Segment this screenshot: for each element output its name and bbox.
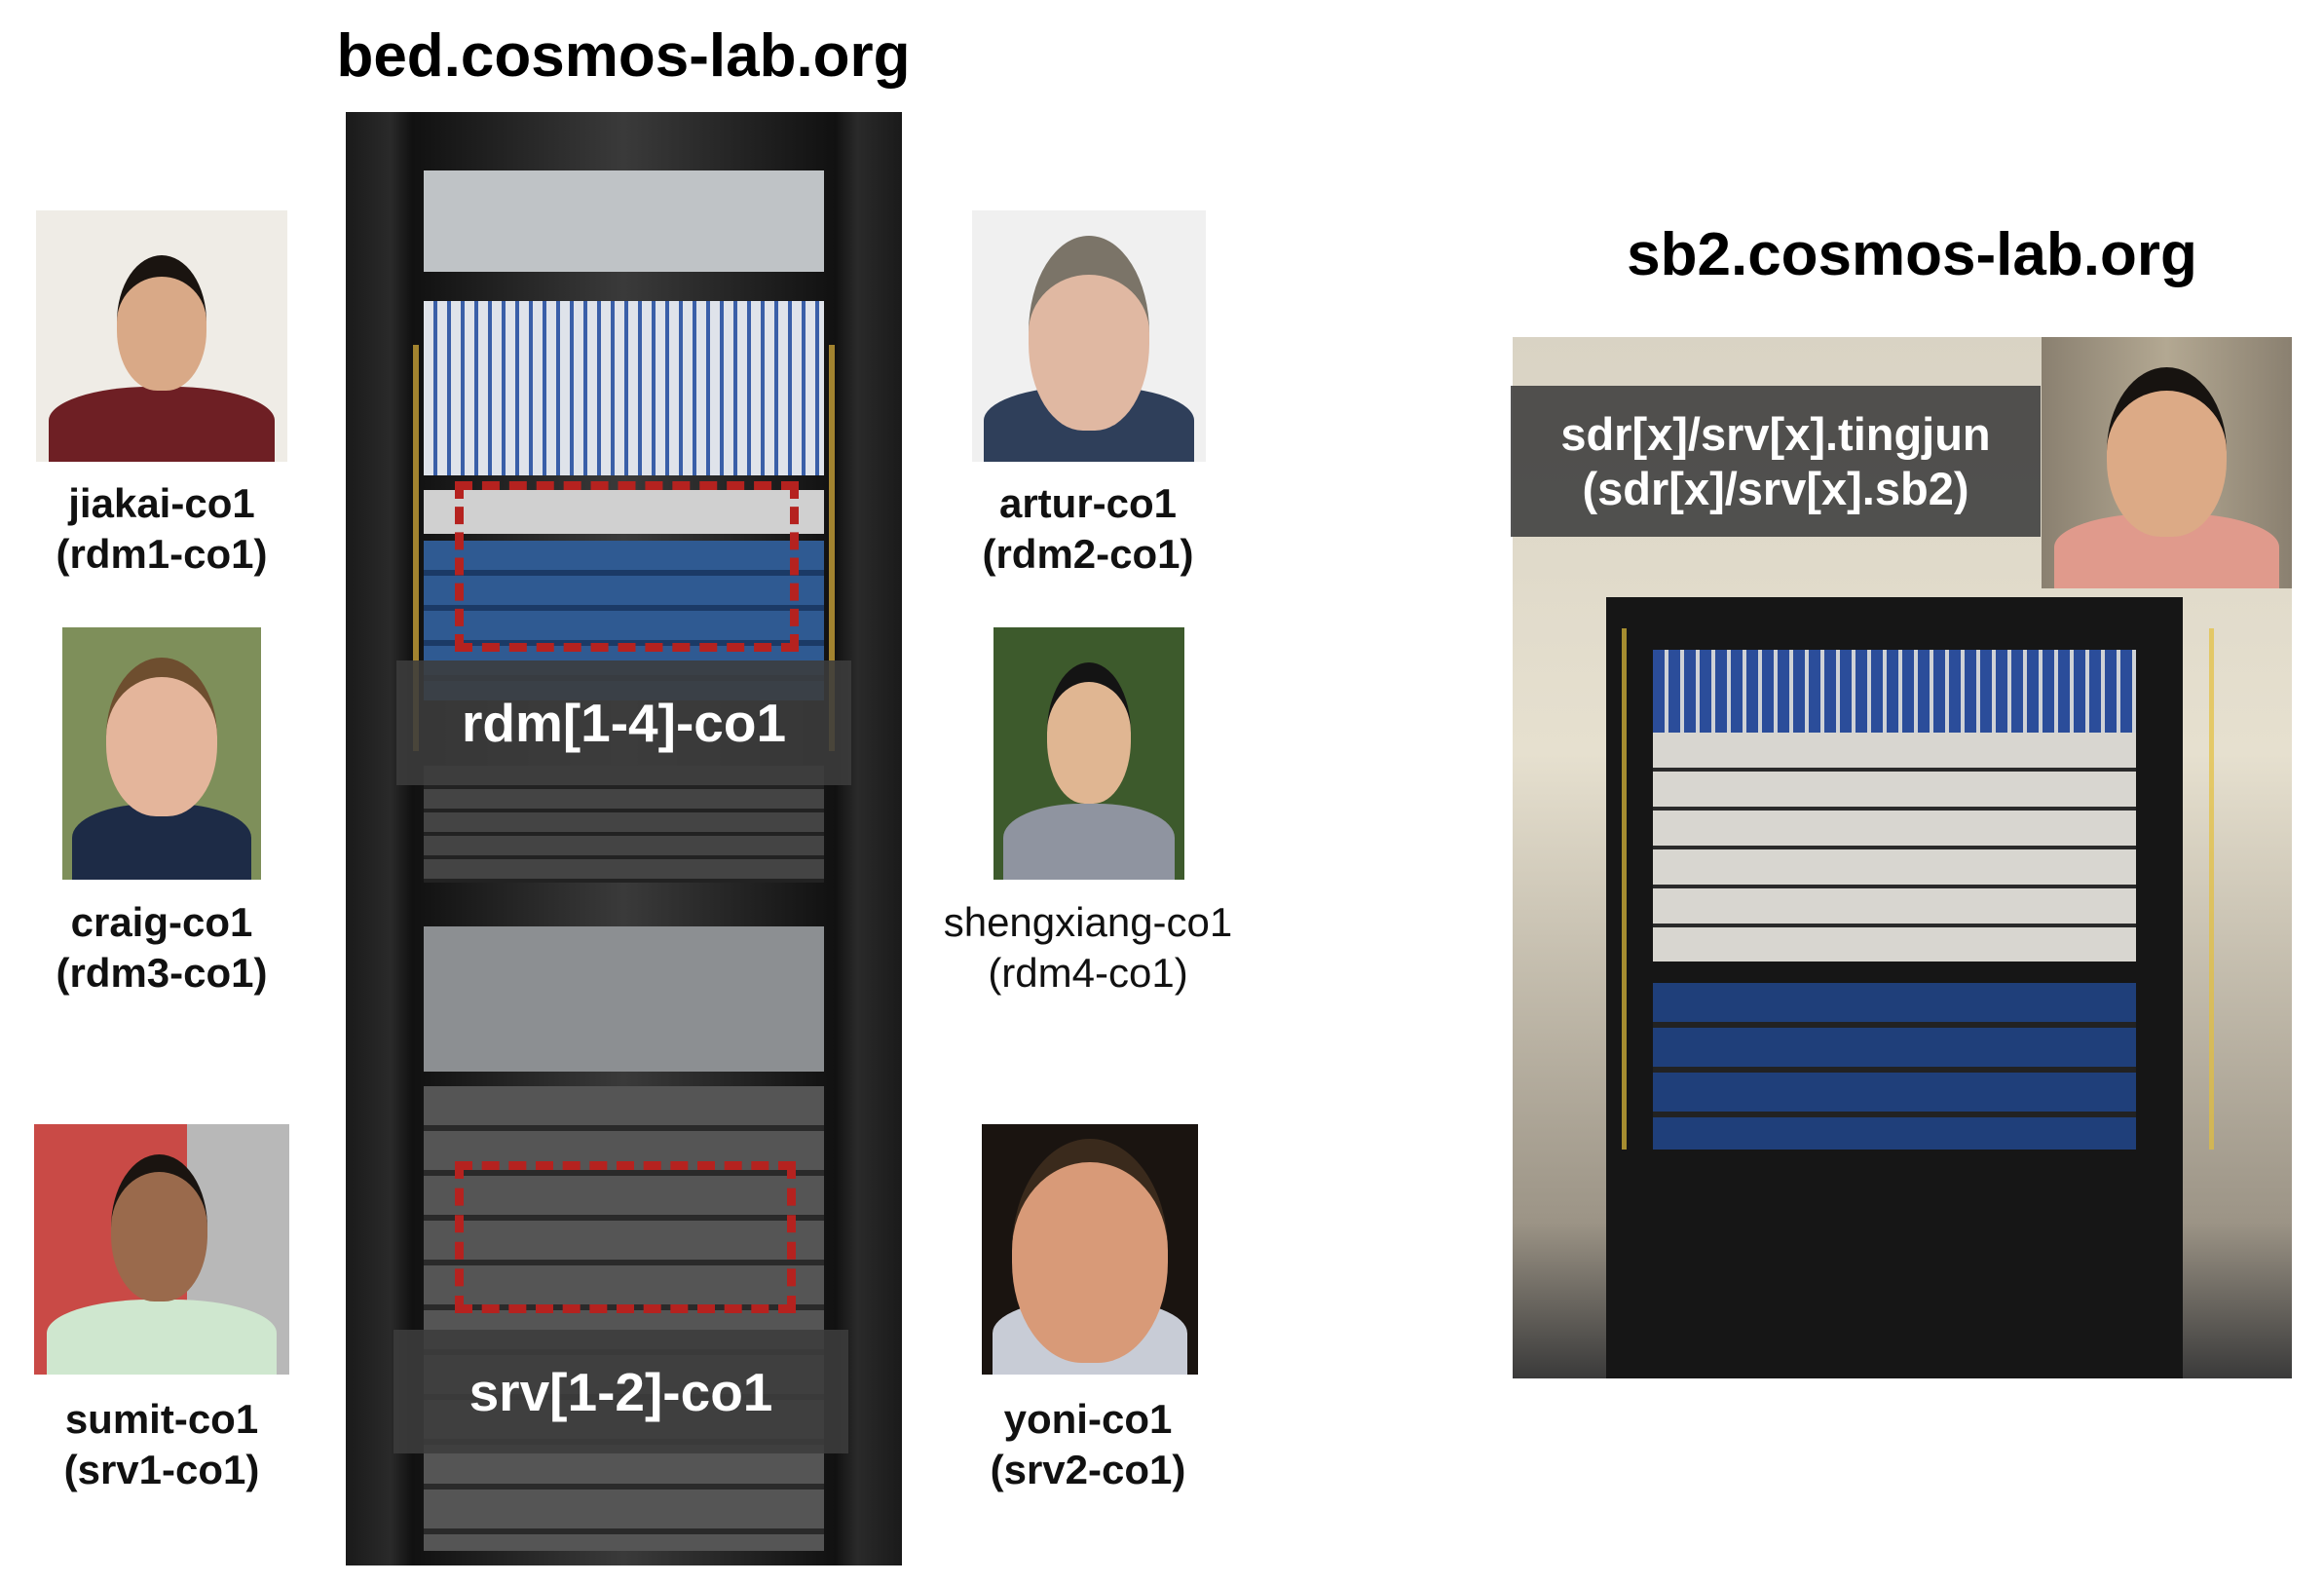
rack-unit xyxy=(423,925,825,1072)
rack-unit xyxy=(423,170,825,273)
photo-shengxiang xyxy=(993,627,1184,880)
person-label-craig: craig-co1(rdm3-co1) xyxy=(56,899,268,996)
bed-title: bed.cosmos-lab.org xyxy=(336,22,911,90)
sb2-node-line2: (sdr[x]/srv[x].sb2) xyxy=(1582,462,1969,514)
patch-panel xyxy=(423,300,825,475)
rdm-group-text: rdm[1-4]-co1 xyxy=(461,693,787,753)
srv-group-label: srv[1-2]-co1 xyxy=(394,1330,848,1453)
srv-group-text: srv[1-2]-co1 xyxy=(469,1361,773,1422)
photo-craig xyxy=(62,627,261,880)
rdm-group-label: rdm[1-4]-co1 xyxy=(396,660,851,785)
rack-unit xyxy=(423,766,825,883)
srv-highlight-box xyxy=(455,1161,796,1313)
sb2-cables xyxy=(1622,628,2214,1150)
photo-jiakai xyxy=(36,210,287,462)
person-label-artur: artur-co1(rdm2-co1) xyxy=(982,480,1194,577)
photo-yoni xyxy=(982,1124,1198,1375)
photo-tingjun xyxy=(2042,337,2292,588)
person-label-shengxiang: shengxiang-co1(rdm4-co1) xyxy=(943,899,1233,996)
server-units xyxy=(423,1085,825,1552)
person-label-jiakai: jiakai-co1(rdm1-co1) xyxy=(56,480,268,577)
person-label-sumit: sumit-co1(srv1-co1) xyxy=(63,1396,260,1492)
sb2-node-line1: sdr[x]/srv[x].tingjun xyxy=(1560,407,1991,460)
photo-artur xyxy=(972,210,1206,462)
sb2-sdr-units xyxy=(1653,733,2136,962)
sb2-switch xyxy=(1653,649,2136,734)
fiber-cables xyxy=(412,344,836,752)
person-label-yoni: yoni-co1(srv2-co1) xyxy=(990,1396,1186,1492)
sb2-server-units xyxy=(1653,982,2136,1150)
rack-unit xyxy=(423,489,825,534)
rdm-highlight-box xyxy=(455,481,799,652)
sb2-node-label: sdr[x]/srv[x].tingjun (sdr[x]/srv[x].sb2… xyxy=(1511,386,2041,537)
sb2-title: sb2.cosmos-lab.org xyxy=(1627,221,2197,288)
photo-sumit xyxy=(34,1124,289,1375)
